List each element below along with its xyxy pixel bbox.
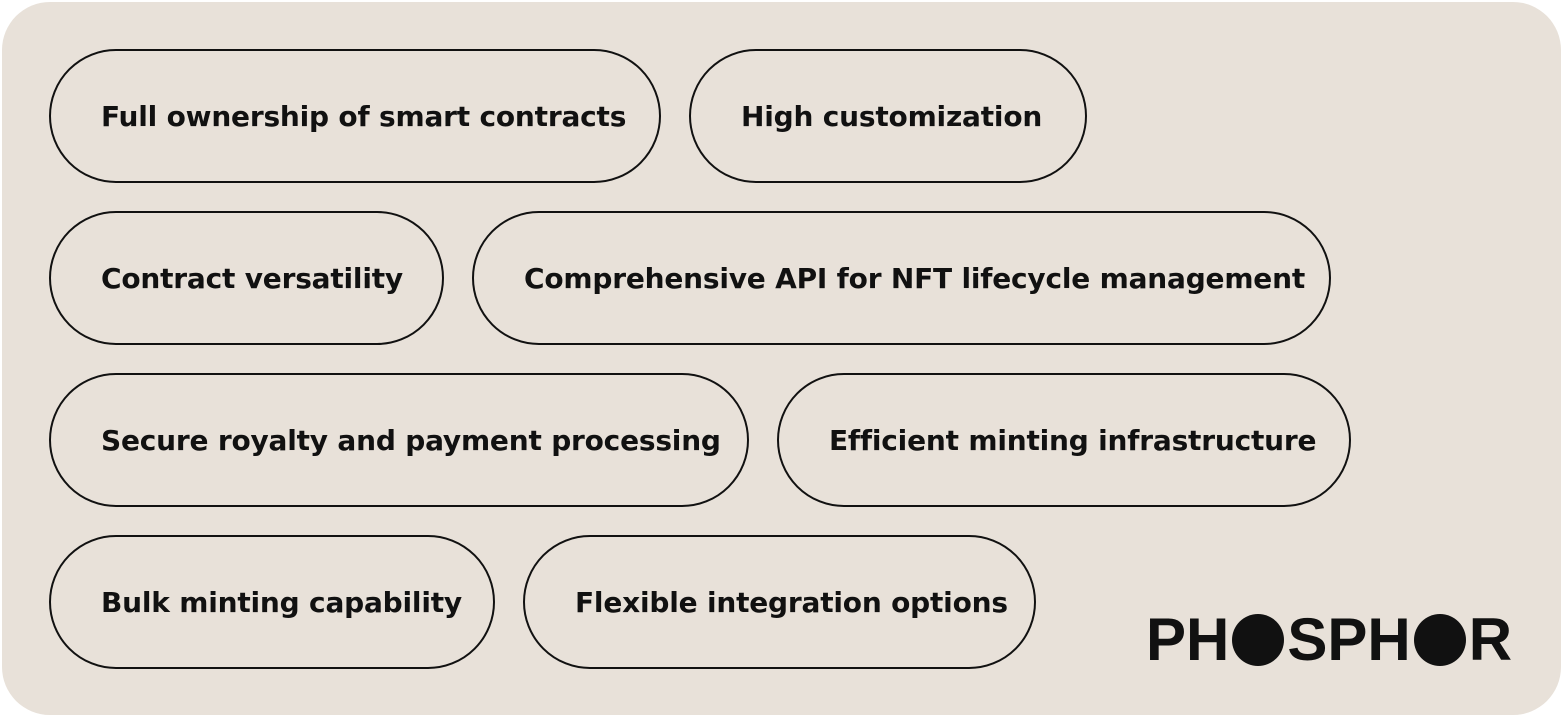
feature-pill-bulk-minting: Bulk minting capability <box>49 535 495 669</box>
logo-circle-icon <box>1413 614 1466 666</box>
logo-text-r: R <box>1468 606 1513 673</box>
feature-pill-secure-royalty: Secure royalty and payment processing <box>49 373 749 507</box>
logo-text-ph: PH <box>1146 606 1230 673</box>
logo-text-sph: SPH <box>1287 606 1411 673</box>
feature-pill-high-customization: High customization <box>689 49 1087 183</box>
feature-pill-comprehensive-api: Comprehensive API for NFT lifecycle mana… <box>472 211 1331 345</box>
feature-pill-full-ownership: Full ownership of smart contracts <box>49 49 661 183</box>
phosphor-logo: PH SPH R <box>1146 606 1514 673</box>
logo-circle-icon <box>1232 614 1285 666</box>
feature-pill-efficient-minting: Efficient minting infrastructure <box>777 373 1351 507</box>
feature-pill-flexible-integration: Flexible integration options <box>523 535 1036 669</box>
feature-pill-contract-versatility: Contract versatility <box>49 211 444 345</box>
